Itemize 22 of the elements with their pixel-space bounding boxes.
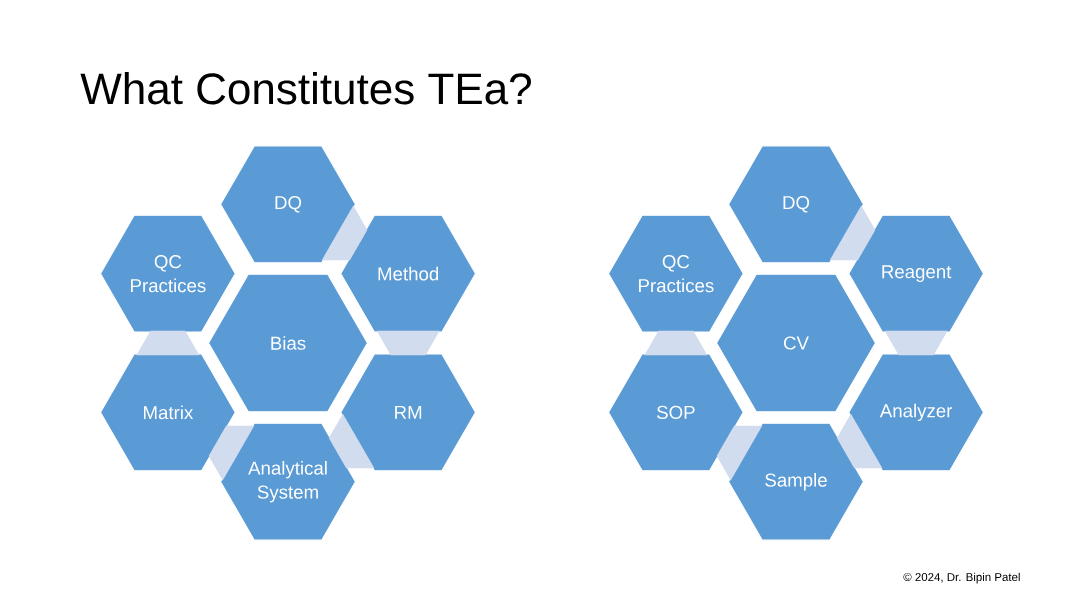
hexagon-tile: Reagent	[847, 214, 985, 333]
slide-title: What Constitutes TEa?	[80, 72, 531, 105]
connector-band	[328, 413, 375, 469]
center-hexagon: Bias	[207, 273, 369, 413]
connector-band	[136, 330, 200, 356]
connector-band	[716, 425, 763, 481]
connector-band	[884, 330, 948, 356]
hexagon-tile: Analytical System	[219, 422, 357, 541]
connector-band	[321, 205, 368, 261]
hexagon-tile: DQ	[219, 145, 357, 264]
hexagon-tile: Method	[339, 214, 477, 333]
hexagon-tile: Sample	[727, 422, 865, 541]
hexagon-tile: DQ	[727, 145, 865, 264]
connector-band	[644, 330, 708, 356]
connector-band	[208, 425, 255, 481]
connector-band	[829, 205, 876, 261]
connector-band	[836, 413, 883, 469]
copyright-note: © 2024, Dr. Bipin Patel	[903, 572, 1020, 584]
hexagon-tile: Analyzer	[847, 353, 985, 472]
connector-band	[376, 330, 440, 356]
center-hexagon: CV	[715, 273, 877, 413]
hexagon-tile: RM	[339, 353, 477, 472]
